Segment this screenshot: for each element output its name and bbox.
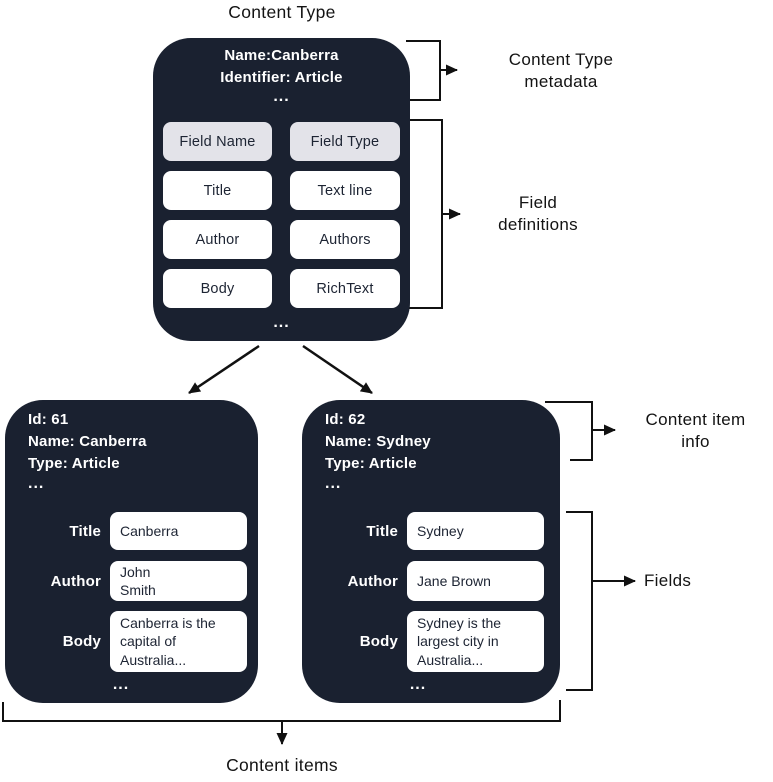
field-value: Sydney bbox=[417, 522, 464, 539]
field-row: Body Canberra is the capital of Australi… bbox=[5, 611, 247, 672]
field-row: Title Canberra bbox=[5, 512, 247, 550]
content-type-metadata: Name:Canberra Identifier: Article ... bbox=[153, 45, 410, 105]
content-items-label: Content items bbox=[226, 755, 338, 775]
field-table-cell: Authors bbox=[290, 220, 400, 259]
field-value: John Smith bbox=[120, 563, 156, 599]
content-item-info-ellipsis: ... bbox=[325, 475, 342, 492]
arrow-to-item-canberra-icon bbox=[188, 344, 260, 395]
content-type-metadata-ellipsis: ... bbox=[273, 88, 290, 105]
field-label: Body bbox=[62, 633, 101, 650]
field-row: Author John Smith bbox=[5, 561, 247, 601]
content-item-info-block: Id: 61 Name: Canberra Type: Article ... bbox=[28, 409, 147, 493]
content-item-card-canberra: Id: 61 Name: Canberra Type: Article ... … bbox=[5, 400, 258, 703]
bracket-content-items bbox=[2, 700, 561, 722]
content-type-box: Name:Canberra Identifier: Article ... Fi… bbox=[153, 38, 410, 341]
content-item-name: Name: Canberra bbox=[28, 433, 147, 450]
content-item-footer-ellipsis: ... bbox=[112, 676, 130, 693]
content-item-card-sydney: Id: 62 Name: Sydney Type: Article ... Ti… bbox=[302, 400, 560, 703]
content-item-type: Type: Article bbox=[28, 455, 120, 472]
field-table-cell: Title bbox=[163, 171, 272, 210]
field-value-box: Sydney is the largest city in Australia.… bbox=[407, 611, 544, 672]
bracket-fields bbox=[566, 511, 593, 691]
field-table-cell: Body bbox=[163, 269, 272, 308]
content-item-id: Id: 61 bbox=[28, 411, 69, 428]
field-label: Title bbox=[366, 522, 398, 540]
field-label: Author bbox=[347, 572, 398, 590]
bracket-field-definitions bbox=[408, 119, 443, 309]
field-value-box: Canberra bbox=[110, 512, 247, 550]
annotation-content-type-metadata: Content Type metadata bbox=[508, 50, 614, 91]
field-table-header-type: Field Type bbox=[290, 122, 400, 161]
field-table-header-name: Field Name bbox=[163, 122, 272, 161]
content-item-info-block: Id: 62 Name: Sydney Type: Article ... bbox=[325, 409, 431, 493]
field-value-box: John Smith bbox=[110, 561, 247, 601]
content-item-type: Type: Article bbox=[325, 455, 417, 472]
diagram-title: Content Type bbox=[228, 2, 336, 22]
field-table-cell: Author bbox=[163, 220, 272, 259]
field-row: Title Sydney bbox=[302, 512, 544, 550]
field-value-box: Sydney bbox=[407, 512, 544, 550]
bracket-content-type-metadata bbox=[406, 40, 441, 101]
field-label: Title bbox=[69, 522, 101, 540]
content-item-name: Name: Sydney bbox=[325, 433, 431, 450]
annotation-field-definitions: Field definitions bbox=[498, 193, 578, 234]
annotation-fields: Fields bbox=[644, 571, 692, 590]
field-table: Field Name Field Type Title Text line Au… bbox=[163, 122, 400, 308]
field-row: Author Jane Brown bbox=[302, 561, 544, 601]
field-table-cell: RichText bbox=[290, 269, 400, 308]
field-value: Canberra is the capital of Australia... bbox=[120, 614, 216, 668]
content-type-name: Name:Canberra bbox=[224, 47, 339, 64]
content-item-id: Id: 62 bbox=[325, 411, 366, 428]
field-table-cell: Text line bbox=[290, 171, 400, 210]
field-value-box: Jane Brown bbox=[407, 561, 544, 601]
content-type-footer-ellipsis: ... bbox=[273, 314, 290, 331]
field-label: Body bbox=[359, 633, 398, 650]
annotation-content-item-info: Content item info bbox=[645, 410, 746, 451]
field-value: Jane Brown bbox=[417, 572, 491, 589]
field-value: Sydney is the largest city in Australia.… bbox=[417, 614, 502, 668]
field-value: Canberra bbox=[120, 522, 179, 539]
content-type-identifier: Identifier: Article bbox=[220, 69, 343, 86]
field-value-box: Canberra is the capital of Australia... bbox=[110, 611, 247, 672]
field-row: Body Sydney is the largest city in Austr… bbox=[302, 611, 544, 672]
content-item-info-ellipsis: ... bbox=[28, 475, 45, 492]
field-label: Author bbox=[50, 572, 101, 590]
arrow-to-item-sydney-icon bbox=[302, 344, 373, 395]
content-item-footer-ellipsis: ... bbox=[409, 676, 427, 693]
